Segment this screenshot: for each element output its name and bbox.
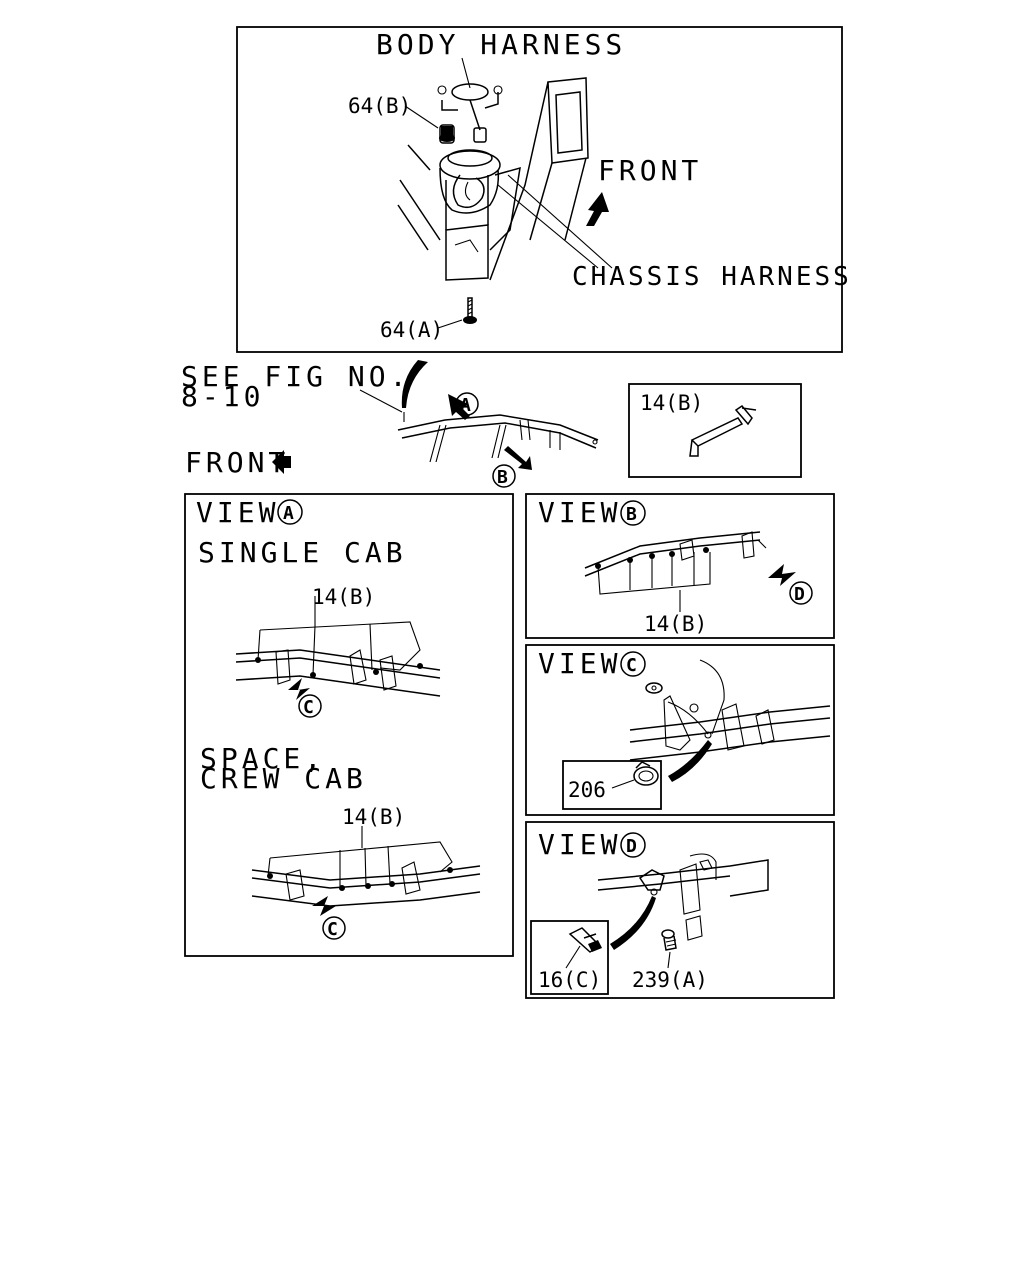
front-label-overview: FRONT — [185, 446, 289, 479]
leader-64a — [437, 319, 463, 329]
arrow-c-single-icon — [288, 678, 310, 700]
view-c-illustration — [629, 659, 831, 782]
view-b-part-label: 14(B) — [644, 612, 707, 636]
leader-see-fig — [359, 389, 403, 413]
leader-chassis-harness-2 — [507, 174, 613, 269]
leader-16c — [565, 945, 581, 969]
view-a-title: VIEW — [196, 496, 279, 529]
space-cab-label: SPACE, — [200, 742, 325, 775]
front-arrow-icon — [586, 192, 609, 226]
view-d-title-marker: D — [626, 836, 637, 857]
arrow-c-crew-icon — [312, 896, 336, 916]
see-fig-number: 8-10 — [181, 380, 264, 413]
chassis-harness-label: CHASSIS HARNESS — [572, 262, 852, 292]
view-b-marker-circle — [620, 500, 646, 526]
crew-cab-label: CREW CAB — [200, 762, 367, 795]
view-d-title: VIEW — [538, 828, 621, 861]
harness-grommet — [437, 83, 503, 214]
callout-wedge-d — [610, 896, 656, 950]
view-a-marker-circle — [277, 499, 303, 525]
front-label-top: FRONT — [598, 154, 702, 187]
leader-239a — [667, 951, 671, 969]
clamp-206-icon — [633, 761, 659, 786]
arrow-a-icon — [448, 394, 470, 420]
see-fig-label: SEE FIG NO. — [181, 360, 410, 393]
callout-wedge-c — [668, 740, 712, 782]
part-box-14b: 14(B) — [628, 383, 802, 478]
single-cab-marker-circle — [298, 694, 322, 718]
view-b-illustration — [584, 531, 796, 612]
part-64a-label: 64(A) — [380, 318, 443, 342]
callout-wedge — [401, 360, 428, 408]
marker-a-callout: A — [448, 392, 479, 420]
clip-16c-icon — [568, 927, 602, 953]
view-c-title: VIEW — [538, 647, 621, 680]
leader-body-harness — [461, 57, 471, 89]
arrow-d-icon — [768, 564, 796, 586]
crew-cab-marker-circle — [322, 916, 346, 940]
view-b-marker-d: D — [794, 584, 805, 605]
view-b-title-marker: B — [626, 504, 637, 525]
view-c-marker-circle — [620, 651, 646, 677]
view-d-illustration — [597, 853, 769, 950]
single-cab-illustration — [235, 596, 441, 700]
crew-cab-part-label: 14(B) — [342, 805, 405, 829]
marker-b-callout: B — [492, 446, 532, 488]
single-cab-marker: C — [303, 697, 314, 718]
top-panel-frame — [236, 26, 843, 353]
part-239a-label: 239(A) — [632, 968, 708, 992]
overview-frame-illustration — [397, 412, 599, 463]
view-d-panel: VIEW D 16(C) 239(A) — [525, 821, 835, 999]
body-harness-label: BODY HARNESS — [376, 28, 626, 61]
view-d-marker-circle — [620, 832, 646, 858]
part-206-label: 206 — [568, 778, 606, 802]
view-a-panel: VIEW A SINGLE CAB 14(B) C SPACE, CRE — [184, 493, 514, 957]
leader-chassis-harness-1 — [497, 184, 599, 269]
arrow-b-icon — [504, 446, 532, 470]
view-b-marker-d-circle — [789, 581, 813, 605]
part-box-14b-label: 14(B) — [640, 391, 703, 415]
view-c-title-marker: C — [626, 655, 637, 676]
crew-cab-illustration — [251, 826, 481, 916]
view-a-title-marker: A — [283, 503, 294, 524]
leader-206 — [611, 779, 635, 789]
marker-b-text: B — [497, 467, 508, 488]
screw-64a-icon — [463, 297, 477, 324]
bolt-239a-icon — [661, 929, 677, 951]
view-b-title: VIEW — [538, 496, 621, 529]
clip-14b-icon — [689, 405, 757, 457]
view-b-panel: VIEW B 14(B) D — [525, 493, 835, 639]
front-left-arrow-icon — [272, 450, 291, 474]
top-panel: BODY HARNESS 64(B) FRONT CHASSIS HARNESS… — [236, 26, 852, 353]
view-c-panel: VIEW C 206 — [525, 644, 835, 816]
single-cab-label: SINGLE CAB — [198, 536, 407, 569]
leader-64b — [404, 105, 439, 129]
single-cab-part-label: 14(B) — [312, 585, 375, 609]
overview-section: SEE FIG NO. 8-10 A B FRONT — [181, 360, 599, 488]
part-64b-label: 64(B) — [348, 94, 411, 118]
part-box-16c — [530, 920, 609, 995]
part-16c-label: 16(C) — [538, 968, 601, 992]
crew-cab-marker: C — [327, 919, 338, 940]
